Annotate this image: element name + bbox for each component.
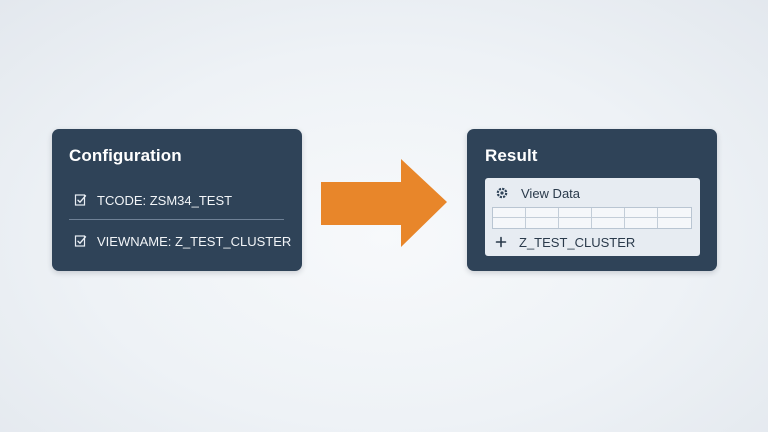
configuration-card: Configuration TCODE: ZSM34_TEST VIEWNAME… bbox=[52, 129, 302, 271]
result-panel: View Data Z_TEST_CLUSTER bbox=[485, 178, 700, 256]
gear-icon bbox=[496, 187, 508, 199]
grid-cell bbox=[526, 218, 559, 228]
config-row-tcode: TCODE: ZSM34_TEST bbox=[74, 190, 232, 210]
grid-cell bbox=[592, 208, 625, 218]
grid-cell bbox=[658, 218, 691, 228]
flow-arrow-icon bbox=[321, 159, 447, 247]
result-card: Result View Data bbox=[467, 129, 717, 271]
configuration-title: Configuration bbox=[69, 146, 182, 165]
viewname-label: VIEWNAME: Z_TEST_CLUSTER bbox=[97, 233, 292, 249]
grid-cell bbox=[625, 208, 658, 218]
data-grid bbox=[492, 207, 692, 229]
result-title: Result bbox=[485, 146, 538, 165]
grid-cell bbox=[493, 218, 526, 228]
grid-cell bbox=[625, 218, 658, 228]
cluster-label: Z_TEST_CLUSTER bbox=[519, 234, 636, 250]
config-row-viewname: VIEWNAME: Z_TEST_CLUSTER bbox=[74, 231, 291, 251]
tcode-label: TCODE: ZSM34_TEST bbox=[97, 192, 233, 208]
grid-cell bbox=[526, 208, 559, 218]
plus-icon bbox=[495, 236, 507, 248]
checkbox-checked-icon bbox=[74, 193, 88, 207]
cluster-row[interactable]: Z_TEST_CLUSTER bbox=[495, 232, 635, 252]
checkbox-checked-icon bbox=[74, 234, 88, 248]
view-data-row[interactable]: View Data bbox=[496, 183, 580, 203]
grid-cell bbox=[559, 218, 592, 228]
grid-cell bbox=[592, 218, 625, 228]
grid-cell bbox=[559, 208, 592, 218]
config-divider bbox=[69, 219, 284, 220]
grid-cell bbox=[493, 208, 526, 218]
grid-cell bbox=[658, 208, 691, 218]
view-data-label: View Data bbox=[521, 185, 581, 201]
